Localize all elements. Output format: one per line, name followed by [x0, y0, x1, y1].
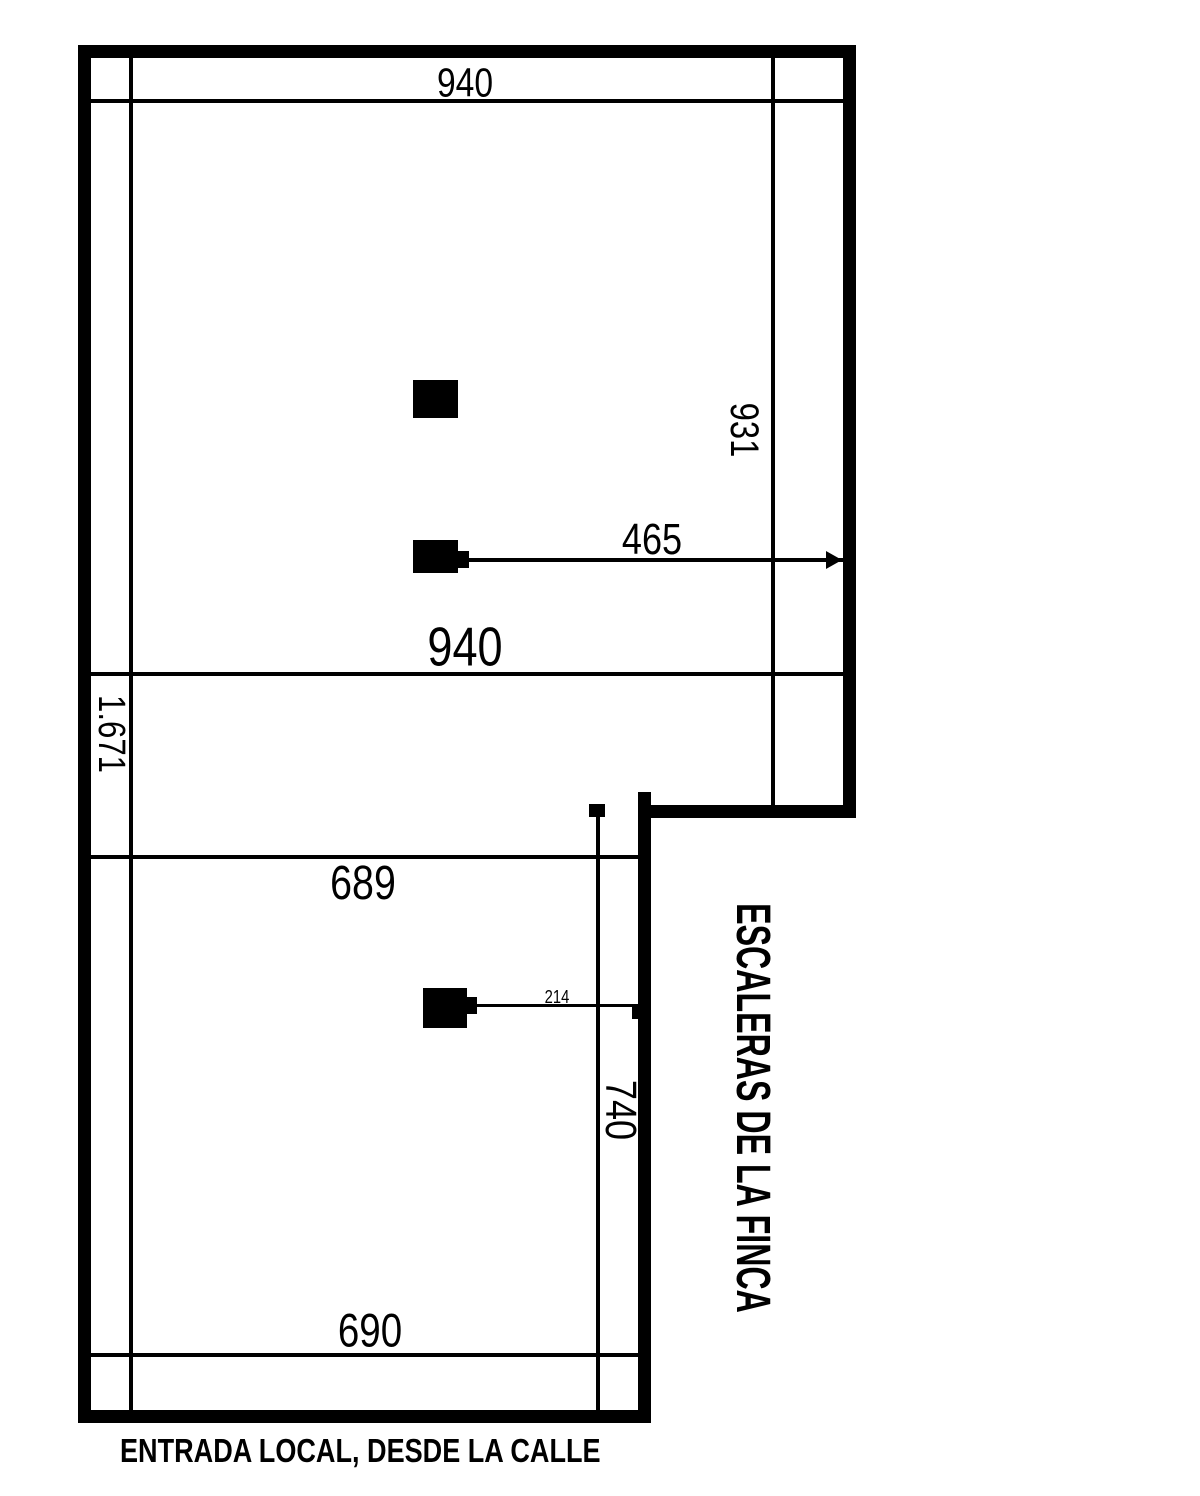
guide-line-740-vertical: [596, 810, 600, 1410]
dimension-line-465: [468, 558, 843, 562]
wall-right-upper: [843, 45, 856, 818]
guide-line-middle-horizontal: [91, 672, 843, 676]
label-bottom-width: 690: [337, 1303, 403, 1357]
guide-line-690: [91, 1353, 638, 1357]
guide-line-689: [91, 855, 638, 859]
guide-line-left-vertical: [129, 58, 133, 1410]
column-marker-middle: [413, 540, 458, 573]
wall-bottom: [78, 1410, 651, 1423]
column-marker-lower-nub: [467, 997, 477, 1014]
label-upper-room-width: 940: [427, 615, 503, 678]
column-marker-lower: [423, 988, 467, 1028]
label-marker-offset: 214: [544, 987, 570, 1007]
dimension-line-214: [475, 1004, 638, 1007]
label-door-offset: 465: [621, 515, 683, 564]
label-entrance: ENTRADA LOCAL, DESDE LA CALLE: [120, 1432, 601, 1469]
label-total-left-height: 1.671: [90, 695, 132, 773]
label-upper-right-height: 931: [722, 402, 766, 458]
wall-left: [78, 45, 91, 1423]
column-marker-middle-nub: [458, 551, 469, 568]
wall-step-horizontal: [638, 805, 856, 818]
guide-line-right-band-vertical: [771, 58, 775, 805]
label-stairs: ESCALERAS DE LA FINCA: [726, 903, 779, 1313]
label-lower-right-height: 740: [596, 1079, 645, 1141]
guide-line-top-band: [91, 99, 843, 103]
column-marker-upper: [413, 380, 458, 418]
arrowhead-465-icon: [826, 551, 842, 569]
wall-top: [78, 45, 856, 58]
label-top-width: 940: [436, 59, 494, 106]
label-lower-room-width: 689: [330, 857, 396, 910]
marker-740-line-top: [589, 804, 605, 817]
wall-right-lower: [638, 792, 651, 1423]
tick-214-icon: [632, 1005, 638, 1019]
